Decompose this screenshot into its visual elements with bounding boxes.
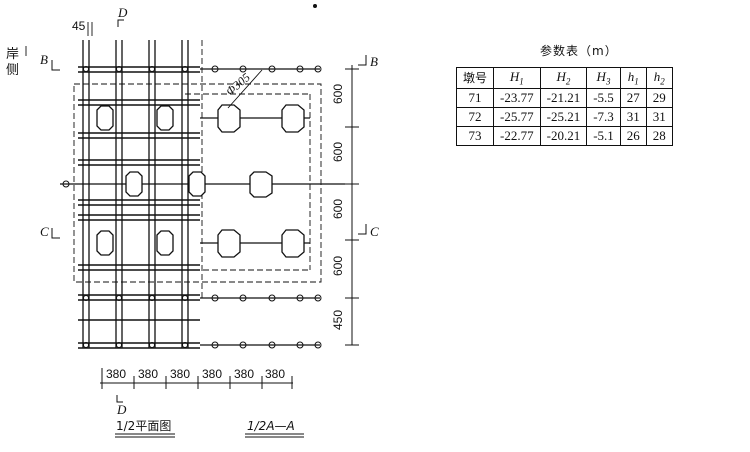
cell-pier: 71 <box>455 87 495 108</box>
bank-side-label-1: 岸 <box>6 47 19 62</box>
horizontal-dimension-line <box>100 368 293 389</box>
cell-H1: -22.77 <box>493 125 541 146</box>
cell-h1: 27 <box>619 87 647 108</box>
parameter-table: 墩号 H1 H2 H3 h1 h2 71 -23.77 -21.21 -5.5 … <box>455 67 673 146</box>
vdim-2: 600 <box>331 142 345 162</box>
table-title: 参数表（m） <box>540 44 618 58</box>
hdim-2: 380 <box>138 367 158 381</box>
cell-H1: -25.77 <box>493 106 541 127</box>
table-header-row: 墩号 H1 H2 H3 h1 h2 <box>455 67 673 89</box>
cell-H3: -5.1 <box>586 125 621 146</box>
cell-pier: 73 <box>455 125 495 146</box>
section-c-right: C <box>370 224 379 239</box>
cell-h1: 31 <box>619 106 647 127</box>
dot-mark <box>313 4 317 8</box>
cell-H1: -23.77 <box>493 87 541 108</box>
plan-vertical-members <box>82 40 189 348</box>
cell-H3: -5.5 <box>586 87 621 108</box>
tie-nodes <box>62 65 322 349</box>
caption-plan: 1/2平面图 <box>116 419 171 433</box>
cell-H2: -20.21 <box>539 125 588 146</box>
header-h2: h2 <box>645 67 673 89</box>
plan-horizontal-members <box>78 66 200 349</box>
hdim-6: 380 <box>265 367 285 381</box>
section-b-right: B <box>370 54 378 69</box>
hdim-3: 380 <box>170 367 190 381</box>
header-h1: h1 <box>619 67 647 89</box>
table-row: 73 -22.77 -20.21 -5.1 26 28 <box>455 125 673 146</box>
cell-h1: 26 <box>619 125 647 146</box>
hdim-1: 380 <box>106 367 126 381</box>
caption-section: 1/2A—A <box>247 419 295 433</box>
hdim-5: 380 <box>234 367 254 381</box>
cell-H2: -21.21 <box>539 87 588 108</box>
hdim-4: 380 <box>202 367 222 381</box>
vertical-dimension-line <box>345 65 359 346</box>
table-row: 72 -25.77 -25.21 -7.3 31 31 <box>455 106 673 127</box>
section-d-bottom: D <box>116 402 127 417</box>
top-dim-label: 45 <box>72 19 86 33</box>
vdim-3: 600 <box>331 199 345 219</box>
vdim-5: 450 <box>331 310 345 330</box>
header-pier-no: 墩号 <box>455 67 495 89</box>
section-mark-lines <box>51 19 367 403</box>
section-d-top: D <box>117 5 128 20</box>
pile-octagons <box>96 104 305 258</box>
caption-underlines <box>115 433 304 438</box>
header-H3: H3 <box>586 67 621 89</box>
cell-h2: 31 <box>645 106 673 127</box>
header-H1: H1 <box>493 67 541 89</box>
section-b-left: B <box>40 52 48 67</box>
cell-H2: -25.21 <box>539 106 588 127</box>
cell-h2: 28 <box>645 125 673 146</box>
pile-leader-line <box>227 69 263 109</box>
header-H2: H2 <box>539 67 588 89</box>
bank-side-label-2: 侧 <box>6 63 19 78</box>
cell-H3: -7.3 <box>586 106 621 127</box>
cell-h2: 29 <box>645 87 673 108</box>
vdim-4: 600 <box>331 256 345 276</box>
table-row: 71 -23.77 -21.21 -5.5 27 29 <box>455 87 673 108</box>
vdim-1: 600 <box>331 84 345 104</box>
dashed-outline <box>73 40 322 300</box>
cell-pier: 72 <box>455 106 495 127</box>
section-c-left: C <box>40 224 49 239</box>
top-dim-arrows <box>87 22 93 36</box>
